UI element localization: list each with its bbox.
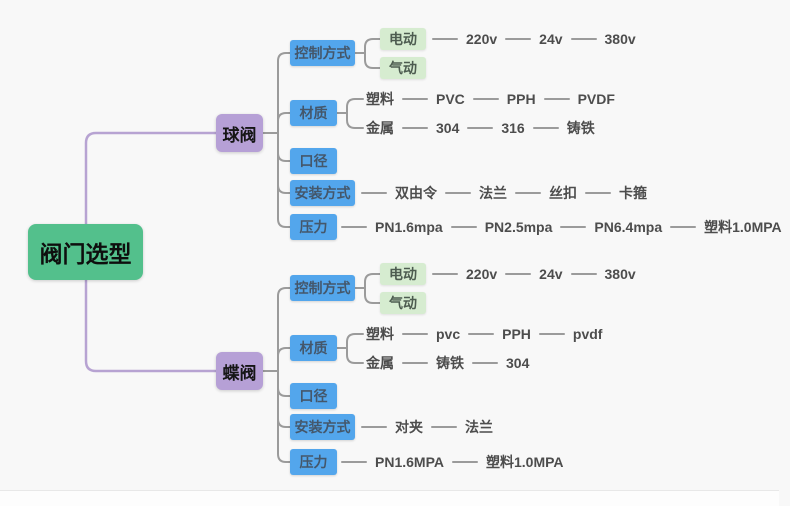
leaf-node[interactable]: 316 <box>501 120 525 136</box>
root-connectors <box>84 131 218 373</box>
connector-segment <box>532 127 559 129</box>
leaf-node[interactable]: 塑料1.0MPA <box>485 454 564 470</box>
child-node-pneumatic[interactable]: 气动 <box>380 57 426 79</box>
connector-segment <box>472 98 499 100</box>
leaf-node[interactable]: 双由令 <box>395 185 437 201</box>
leaf-node[interactable]: 塑料1.0MPA <box>704 219 782 235</box>
connector-segment <box>450 226 477 228</box>
material-metal-chain: 金属 铸铁 304 <box>366 352 529 374</box>
leaf-node[interactable]: 金属 <box>366 120 394 136</box>
connector-segment <box>451 461 478 463</box>
leaf-node[interactable]: pvc <box>436 326 461 342</box>
branch-node-ball-valve[interactable]: 球阀 <box>216 114 263 152</box>
canvas-bottom-edge <box>0 490 779 506</box>
connector-segment <box>670 226 697 228</box>
root-node-valve-selection[interactable]: 阀门选型 <box>28 224 143 280</box>
branch-node-butterfly-valve[interactable]: 蝶阀 <box>216 352 263 390</box>
connector-segment <box>472 362 498 364</box>
connector-segment <box>361 192 387 194</box>
category-node-install-method[interactable]: 安装方式 <box>290 180 355 206</box>
branch-connectors <box>262 38 381 463</box>
leaf-node[interactable]: pvdf <box>572 326 603 342</box>
connector-segment <box>402 362 428 364</box>
child-node-electric[interactable]: 电动 <box>380 28 426 50</box>
leaf-node[interactable]: 24v <box>539 266 563 282</box>
connector-segment <box>543 98 570 100</box>
material-metal-chain: 金属 304 316 铸铁 <box>366 117 595 139</box>
leaf-node[interactable]: PPH <box>502 326 531 342</box>
child-node-electric[interactable]: 电动 <box>380 263 426 285</box>
connector-segment <box>538 333 565 335</box>
leaf-node[interactable]: 380v <box>604 266 636 282</box>
child-node-pneumatic[interactable]: 气动 <box>380 292 426 314</box>
leaf-node[interactable]: PN1.6mpa <box>375 219 443 235</box>
leaf-node[interactable]: PVDF <box>577 91 615 107</box>
material-plastic-chain: 塑料 pvc PPH pvdf <box>366 323 602 345</box>
category-node-diameter[interactable]: 口径 <box>290 383 337 409</box>
leaf-node[interactable]: 塑料 <box>366 326 394 342</box>
leaf-node[interactable]: 卡箍 <box>619 185 647 201</box>
leaf-node[interactable]: 304 <box>506 355 530 371</box>
voltage-chain: 220v 24v 380v <box>432 263 636 285</box>
connector-segment <box>515 192 541 194</box>
material-plastic-chain: 塑料 PVC PPH PVDF <box>366 88 615 110</box>
connector-segment <box>445 192 471 194</box>
category-node-control-method[interactable]: 控制方式 <box>290 275 355 301</box>
leaf-node[interactable]: PVC <box>436 91 465 107</box>
leaf-node[interactable]: 380v <box>604 31 636 47</box>
connector-segment <box>560 226 587 228</box>
connector-segment <box>432 38 458 40</box>
category-node-material[interactable]: 材质 <box>290 335 337 361</box>
leaf-node[interactable]: 对夹 <box>395 419 423 435</box>
connector-segment <box>570 38 597 40</box>
connector-segment <box>585 192 611 194</box>
leaf-node[interactable]: 铸铁 <box>566 120 595 136</box>
category-node-material[interactable]: 材质 <box>290 100 337 126</box>
leaf-node[interactable]: PN2.5mpa <box>484 219 553 235</box>
connector-segment <box>402 127 428 129</box>
category-node-diameter[interactable]: 口径 <box>290 148 337 174</box>
leaf-node[interactable]: 220v <box>466 31 498 47</box>
pressure-chain: PN1.6mpa PN2.5mpa PN6.4mpa 塑料1.0MPA <box>341 216 782 238</box>
category-node-control-method[interactable]: 控制方式 <box>290 40 355 66</box>
voltage-chain: 220v 24v 380v <box>432 28 636 50</box>
connector-segment <box>468 333 495 335</box>
connector-segment <box>505 273 532 275</box>
leaf-node[interactable]: 铸铁 <box>436 355 464 371</box>
connector-segment <box>361 426 387 428</box>
install-chain: 双由令 法兰 丝扣 卡箍 <box>361 182 647 204</box>
connector-segment <box>467 127 494 129</box>
leaf-node[interactable]: 金属 <box>366 355 394 371</box>
category-node-pressure[interactable]: 压力 <box>290 449 337 475</box>
leaf-node[interactable]: 丝扣 <box>549 185 577 201</box>
leaf-node[interactable]: 220v <box>466 266 498 282</box>
connector-segment <box>341 461 367 463</box>
category-node-install-method[interactable]: 安装方式 <box>290 414 355 440</box>
leaf-node[interactable]: PN6.4mpa <box>594 219 663 235</box>
connector-segment <box>431 426 457 428</box>
pressure-chain: PN1.6MPA 塑料1.0MPA <box>341 451 564 473</box>
leaf-node[interactable]: PPH <box>506 91 536 107</box>
connector-segment <box>432 273 458 275</box>
category-node-pressure[interactable]: 压力 <box>290 214 337 240</box>
leaf-node[interactable]: 塑料 <box>366 91 394 107</box>
leaf-node[interactable]: PN1.6MPA <box>375 454 444 470</box>
connector-segment <box>402 98 428 100</box>
leaf-node[interactable]: 304 <box>436 120 460 136</box>
leaf-node[interactable]: 法兰 <box>479 185 507 201</box>
leaf-node[interactable]: 24v <box>539 31 563 47</box>
connector-segment <box>402 333 428 335</box>
leaf-node[interactable]: 法兰 <box>465 419 493 435</box>
connector-segment <box>570 273 597 275</box>
install-chain: 对夹 法兰 <box>361 416 493 438</box>
connector-segment <box>341 226 367 228</box>
connector-segment <box>505 38 532 40</box>
